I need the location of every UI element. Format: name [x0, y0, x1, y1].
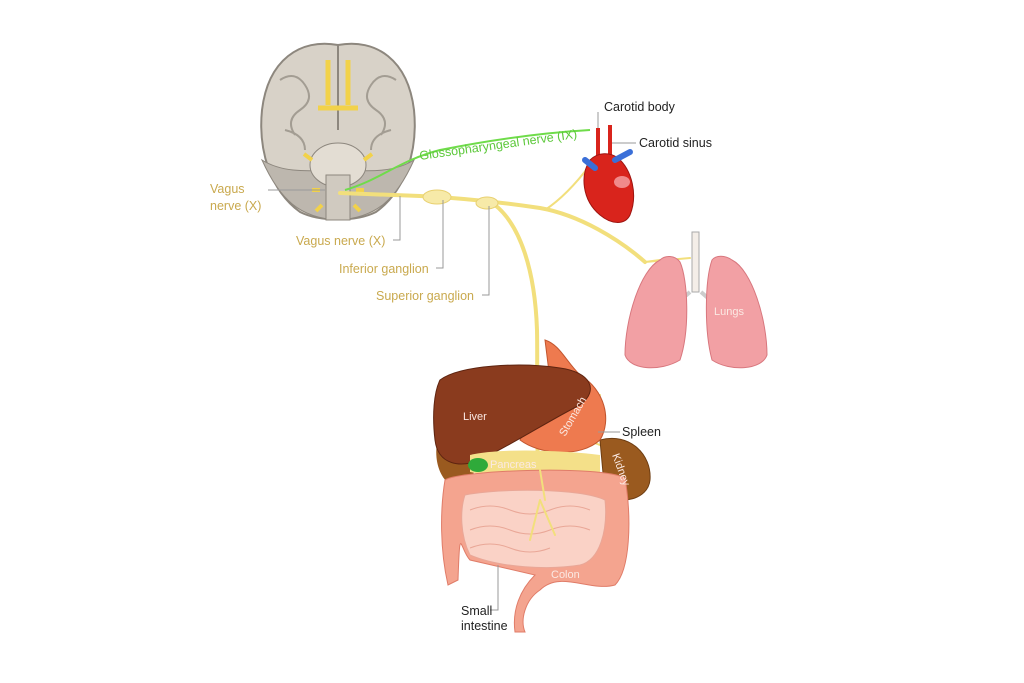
superior-ganglion [475, 196, 499, 210]
abdominal-nerve-branches [529, 469, 556, 541]
spleen-label: Spleen [622, 425, 661, 439]
lungs [624, 231, 768, 369]
carotid-sinus-label: Carotid sinus [639, 136, 712, 150]
brain [260, 42, 416, 221]
carotid-body-label: Carotid body [604, 100, 676, 114]
vagus-left-label-line1: Vagus [210, 182, 245, 196]
pancreas-label: Pancreas [490, 459, 537, 471]
liver-label: Liver [463, 411, 487, 423]
superior-ganglion-label: Superior ganglion [376, 289, 474, 303]
glossopharyngeal-nerve [344, 129, 591, 191]
vagus-left-label-line2: nerve (X) [210, 199, 261, 213]
glossopharyngeal-label: Glossopharyngeal nerve (IX) [418, 127, 578, 163]
small-intestine-label-line2: intestine [461, 619, 508, 633]
lungs-label: Lungs [714, 306, 744, 318]
vagus-nerve-label: Vagus nerve (X) [296, 234, 385, 248]
inferior-ganglion [422, 189, 452, 205]
inferior-ganglion-label: Inferior ganglion [339, 262, 429, 276]
heart [582, 125, 635, 223]
colon-label: Colon [551, 569, 580, 581]
small-intestine-label-line1: Small [461, 604, 492, 618]
